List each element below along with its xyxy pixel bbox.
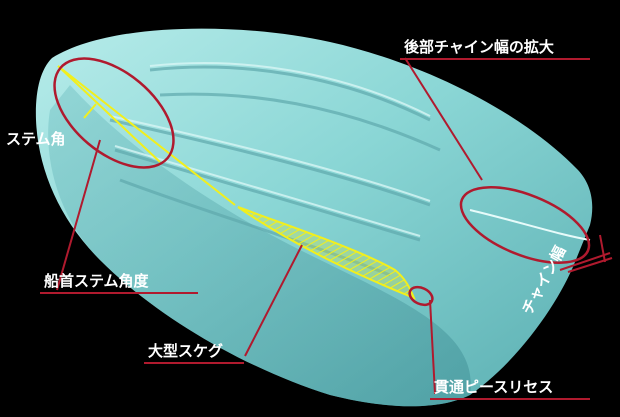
label-through-piece: 貫通ピースリセス [434,380,553,395]
underline-through-piece [430,398,590,400]
label-bow-stem-angle: 船首ステム角度 [44,274,149,289]
label-stem-angle: ステム角 [6,132,66,147]
underline-large-skeg [144,362,244,364]
underline-rear-chine [400,58,590,60]
label-large-skeg: 大型スケグ [148,344,223,359]
underline-bow-stem-angle [40,292,198,294]
label-rear-chine: 後部チャイン幅の拡大 [404,40,554,55]
